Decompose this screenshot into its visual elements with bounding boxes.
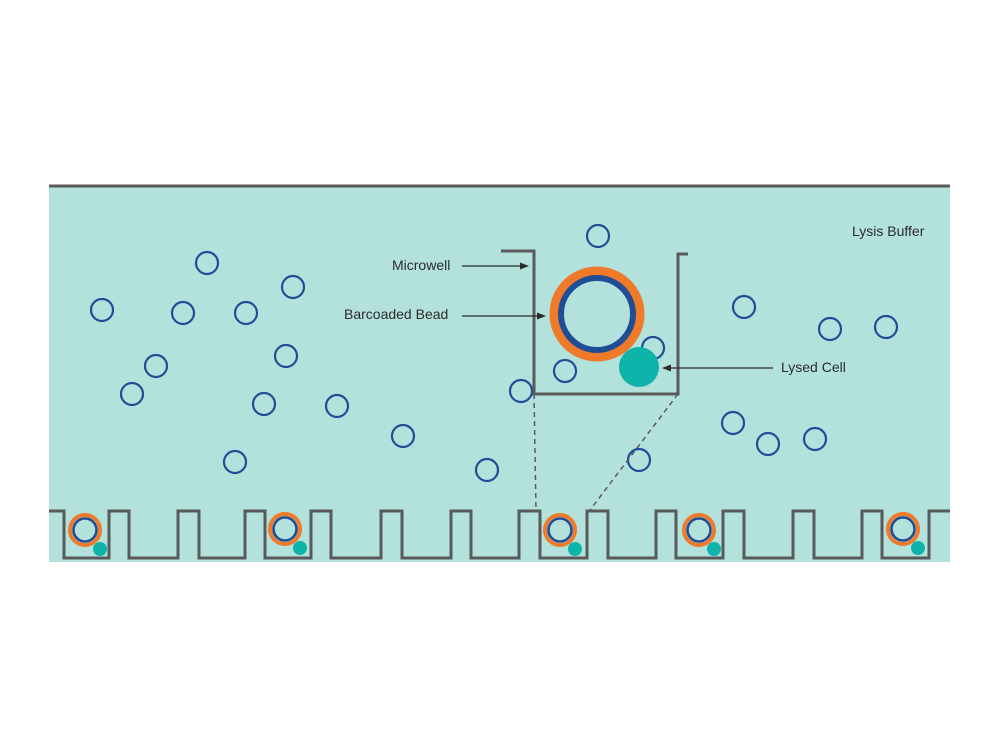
well-lysed-cell [568,542,582,556]
mrna-ring [280,274,306,300]
mrna-ring [251,391,277,417]
mrna-ring [585,223,611,249]
well-bead [268,512,307,555]
well-bead [68,513,107,556]
microwell-arrow [462,262,529,270]
mrna-ring [474,457,500,483]
mrna-ring [873,314,899,340]
zoom-line-left [533,393,537,511]
enlarged-barcoded-bead [549,266,645,362]
mrna-ring [508,378,534,404]
well-lysed-cell [707,542,721,556]
well-lysed-cell [93,542,107,556]
well-bead [886,512,925,555]
barcoded-bead-label: Barcoaded Bead [344,306,448,322]
microwell-label: Microwell [392,257,450,273]
microwell-array [49,509,950,560]
zoom-line-right [589,393,679,511]
mrna-ring [170,300,196,326]
mrna-ring [273,343,299,369]
mrna-ring [731,294,757,320]
mrna-ring [390,423,416,449]
mrna-ring [324,393,350,419]
mrna-ring [817,316,843,342]
mrna-ring [194,250,220,276]
lysed-cell-label: Lysed Cell [781,359,846,375]
well-lysed-cell [911,541,925,555]
captured-beads [68,512,925,556]
enlarged-lysed-cell [619,347,659,387]
lysed-cell-arrow [662,364,773,372]
mrna-ring [755,431,781,457]
mrna-ring [720,410,746,436]
enlarged-microwell [501,249,688,396]
mrna-ring [802,426,828,452]
mrna-ring [552,358,578,384]
well-bead [682,513,721,556]
lysis-buffer-region [49,186,950,562]
mrna-ring [222,449,248,475]
well-lysed-cell [293,541,307,555]
mrna-ring [233,300,259,326]
mrna-ring [89,297,115,323]
barcoded-bead-arrow [462,312,546,320]
well-bead [543,513,582,556]
mrna-ring [119,381,145,407]
mrna-ring [143,353,169,379]
lysis-buffer-label: Lysis Buffer [852,223,925,239]
